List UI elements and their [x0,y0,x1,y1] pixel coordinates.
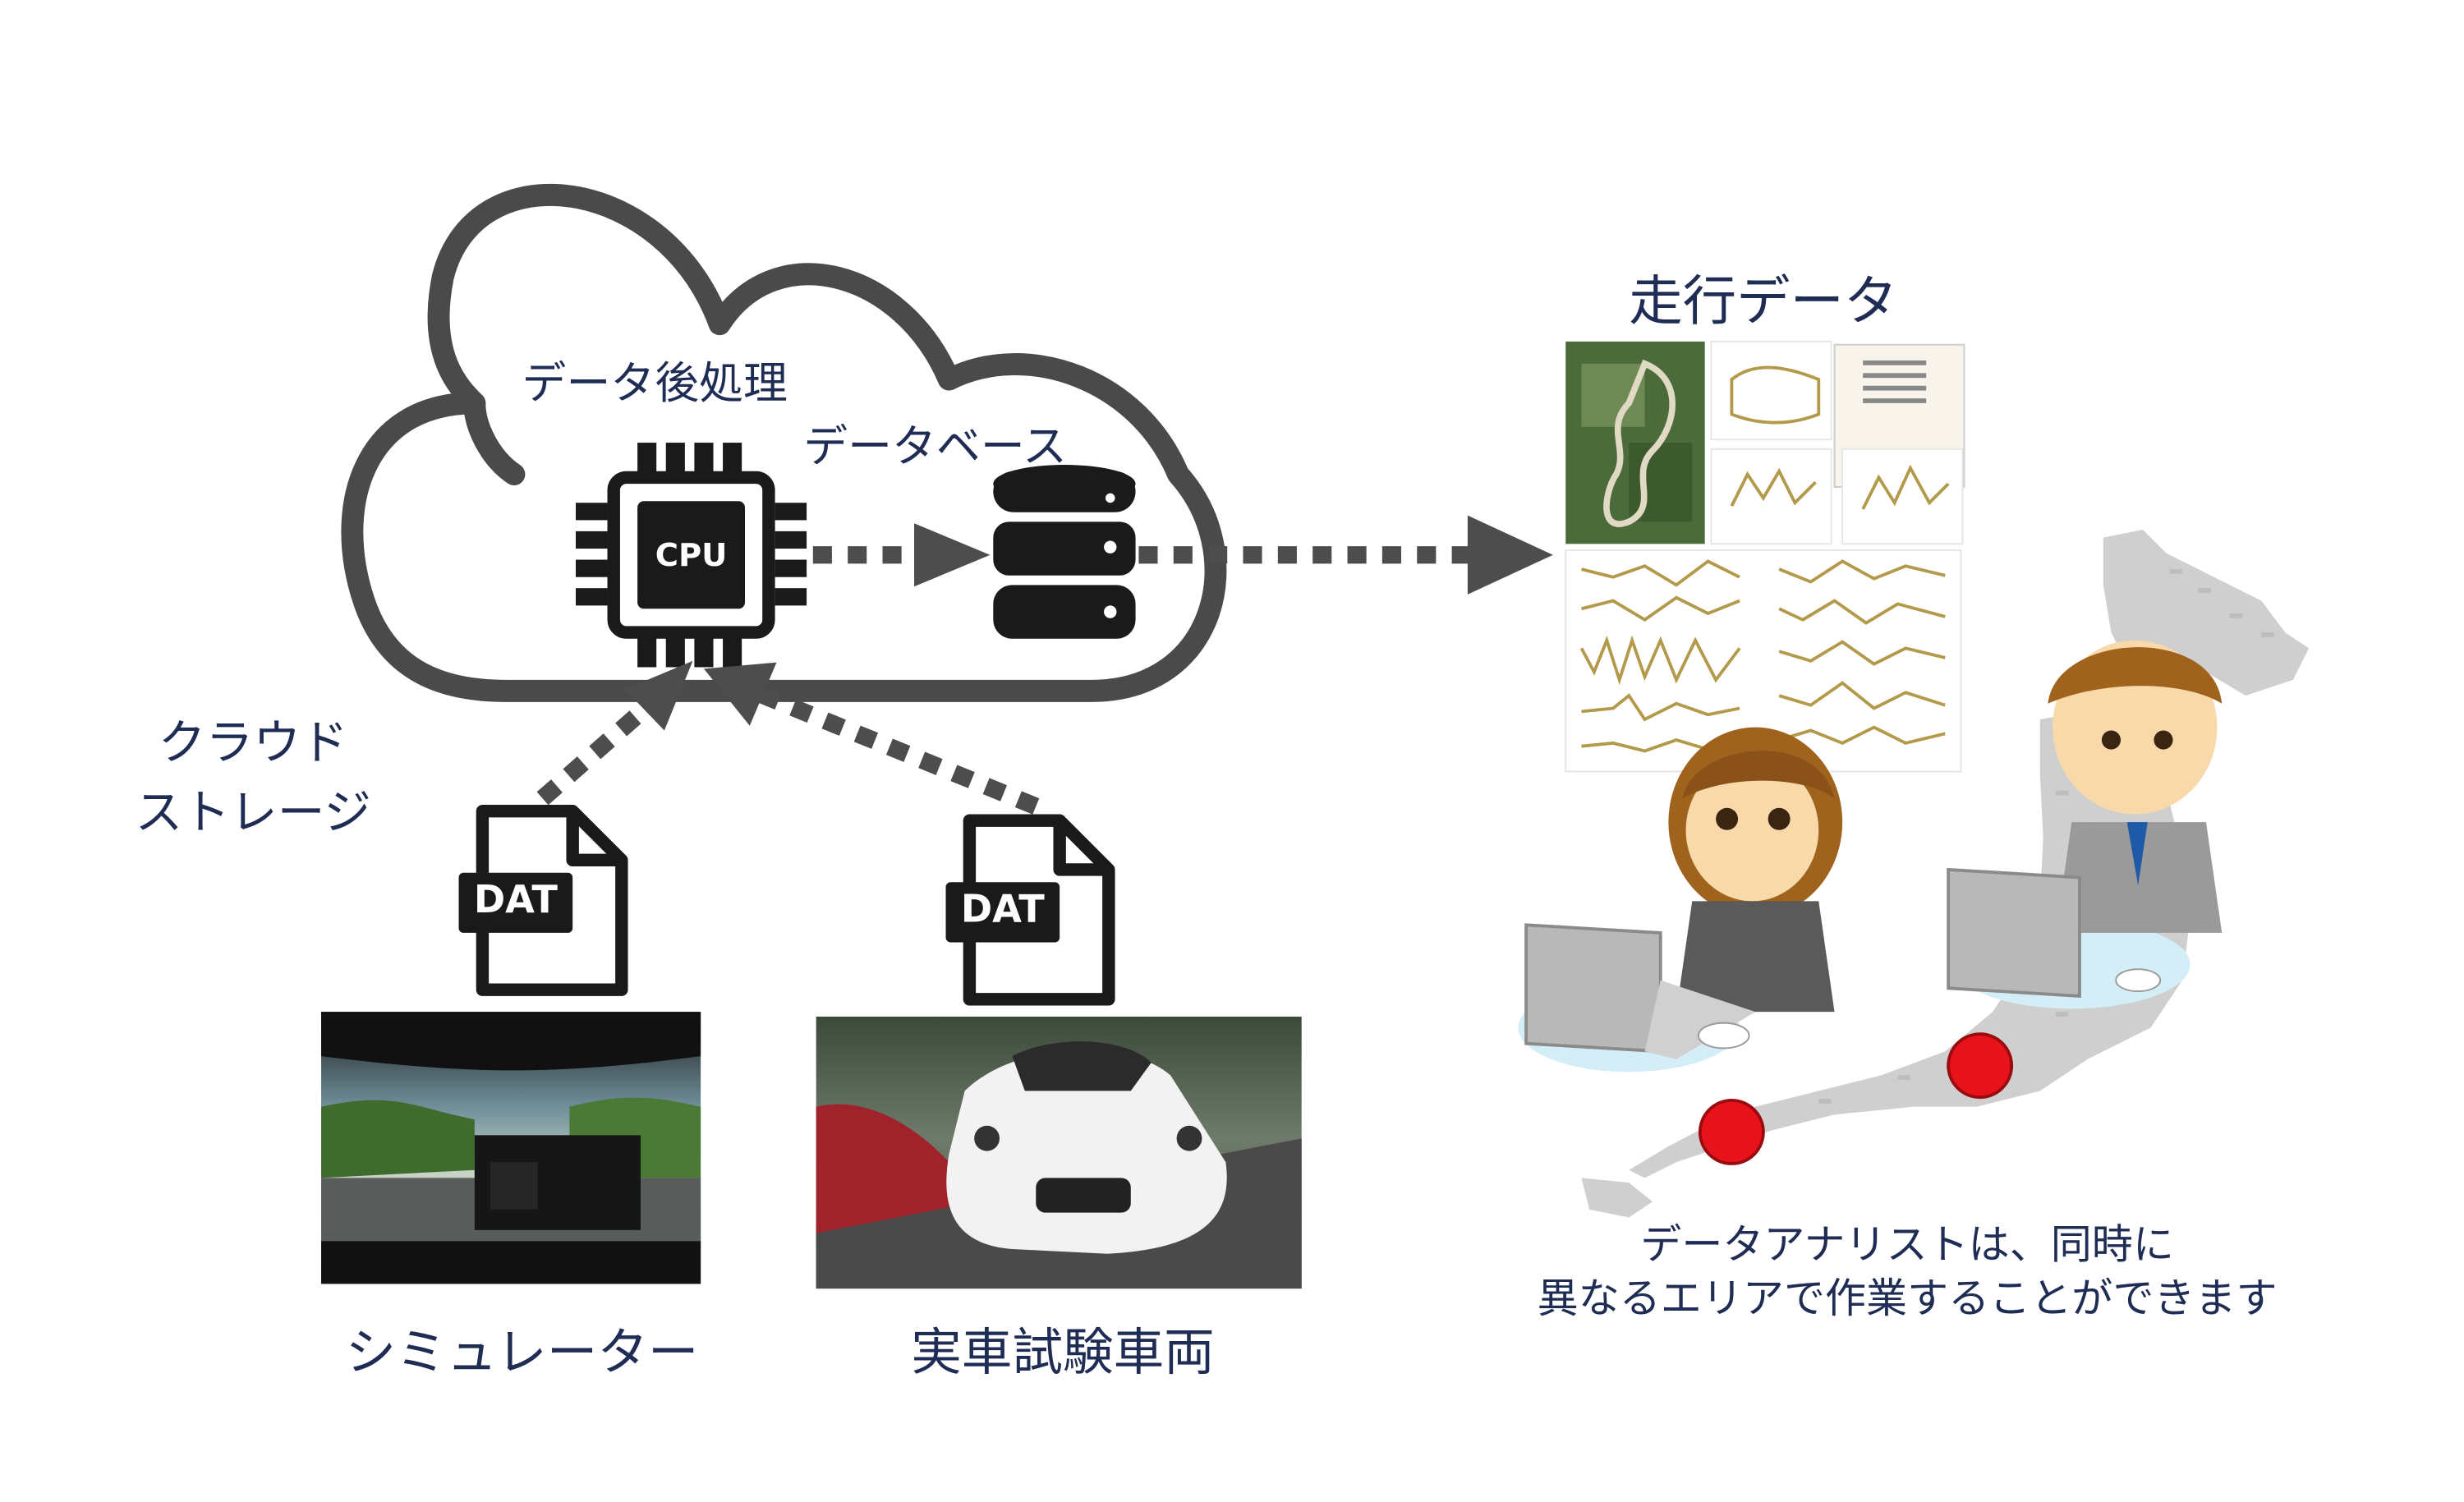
dat-file-icon [458,804,628,996]
analyst-woman-illustration [1518,727,1843,1073]
location-marker [1947,1032,2014,1100]
arrowhead-db-analysis [1467,515,1553,595]
simulator-upload-arrow [536,701,651,806]
cloud-label-line1: クラウド [159,714,348,770]
running-data-title: 走行データ [1629,270,1897,333]
analyst-caption-line1: データアナリストは、同時に [1640,1221,2174,1269]
cloud-label-line2: ストレージ [135,784,371,840]
simulator-photo [321,1012,701,1284]
test-vehicle-photo [816,1016,1302,1289]
simulator-file-label: DAT [474,877,558,921]
vehicle-upload-arrow [752,684,1040,815]
arrows [536,546,1471,815]
analyst-caption-line2: 異なるエリアで作業することができます [1538,1275,2278,1322]
arrowhead-simulator [624,660,693,731]
vehicle-label: 実車試験車両 [911,1322,1215,1381]
vehicle-file-label: DAT [961,886,1045,930]
running-data-panel [1565,340,1965,773]
cpu-chip-icon [576,443,807,668]
location-marker [1698,1099,1765,1165]
dat-file-icon [945,814,1115,1006]
database-label: データベース [803,420,1067,472]
cpu-text: CPU [655,537,728,574]
cloud-shape [341,183,1227,702]
processing-label: データ後処理 [522,357,788,409]
arrowhead-vehicle [703,662,777,726]
database-icon [993,465,1136,639]
simulator-label: シミュレーター [346,1322,699,1381]
arrowhead-cpu-db [914,523,991,587]
analyst-man-illustration [1947,640,2223,1009]
